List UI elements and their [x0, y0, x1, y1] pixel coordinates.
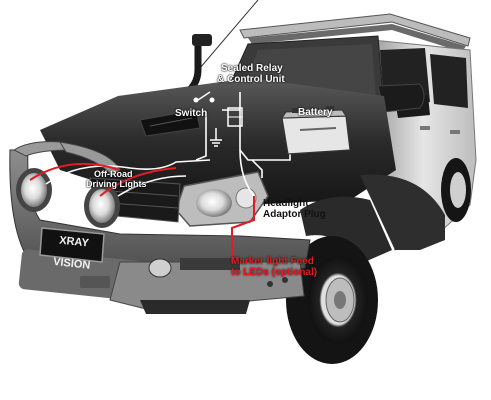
wiring-red	[29, 162, 255, 262]
roof-rack	[239, 13, 471, 52]
headlight-plug-label-line-1: Headlight	[263, 198, 309, 209]
battery-label: Battery	[298, 107, 333, 118]
bull-bar	[9, 141, 311, 314]
offroad-label-line-2: Driving Lights	[86, 179, 147, 189]
relay-unit-label-line-2: & Control Unit	[217, 74, 285, 85]
offroad-label-line-1: Off-Road	[94, 169, 133, 179]
front-fender	[300, 174, 445, 264]
side-mirror	[377, 83, 425, 113]
license-plate	[39, 227, 105, 263]
switch-symbol	[193, 91, 215, 103]
marker-feed-label-line-2: to LEDs (optional)	[231, 267, 318, 278]
switch-label: Switch	[175, 108, 208, 119]
antenna	[199, 0, 259, 69]
relay-unit-symbol	[210, 107, 243, 147]
driving-light-left	[16, 168, 52, 212]
headlight-plug-label-line-2: Adaptor Plug	[263, 209, 326, 220]
headlight	[175, 171, 269, 227]
battery	[281, 106, 351, 155]
front-wheel	[286, 236, 378, 364]
rear-wheel	[441, 158, 471, 222]
driving-light-right	[84, 184, 120, 228]
marker-feed-label-line-1: Marker light Feed	[231, 256, 314, 267]
relay-unit-label-line-1: Sealed Relay	[221, 63, 283, 74]
